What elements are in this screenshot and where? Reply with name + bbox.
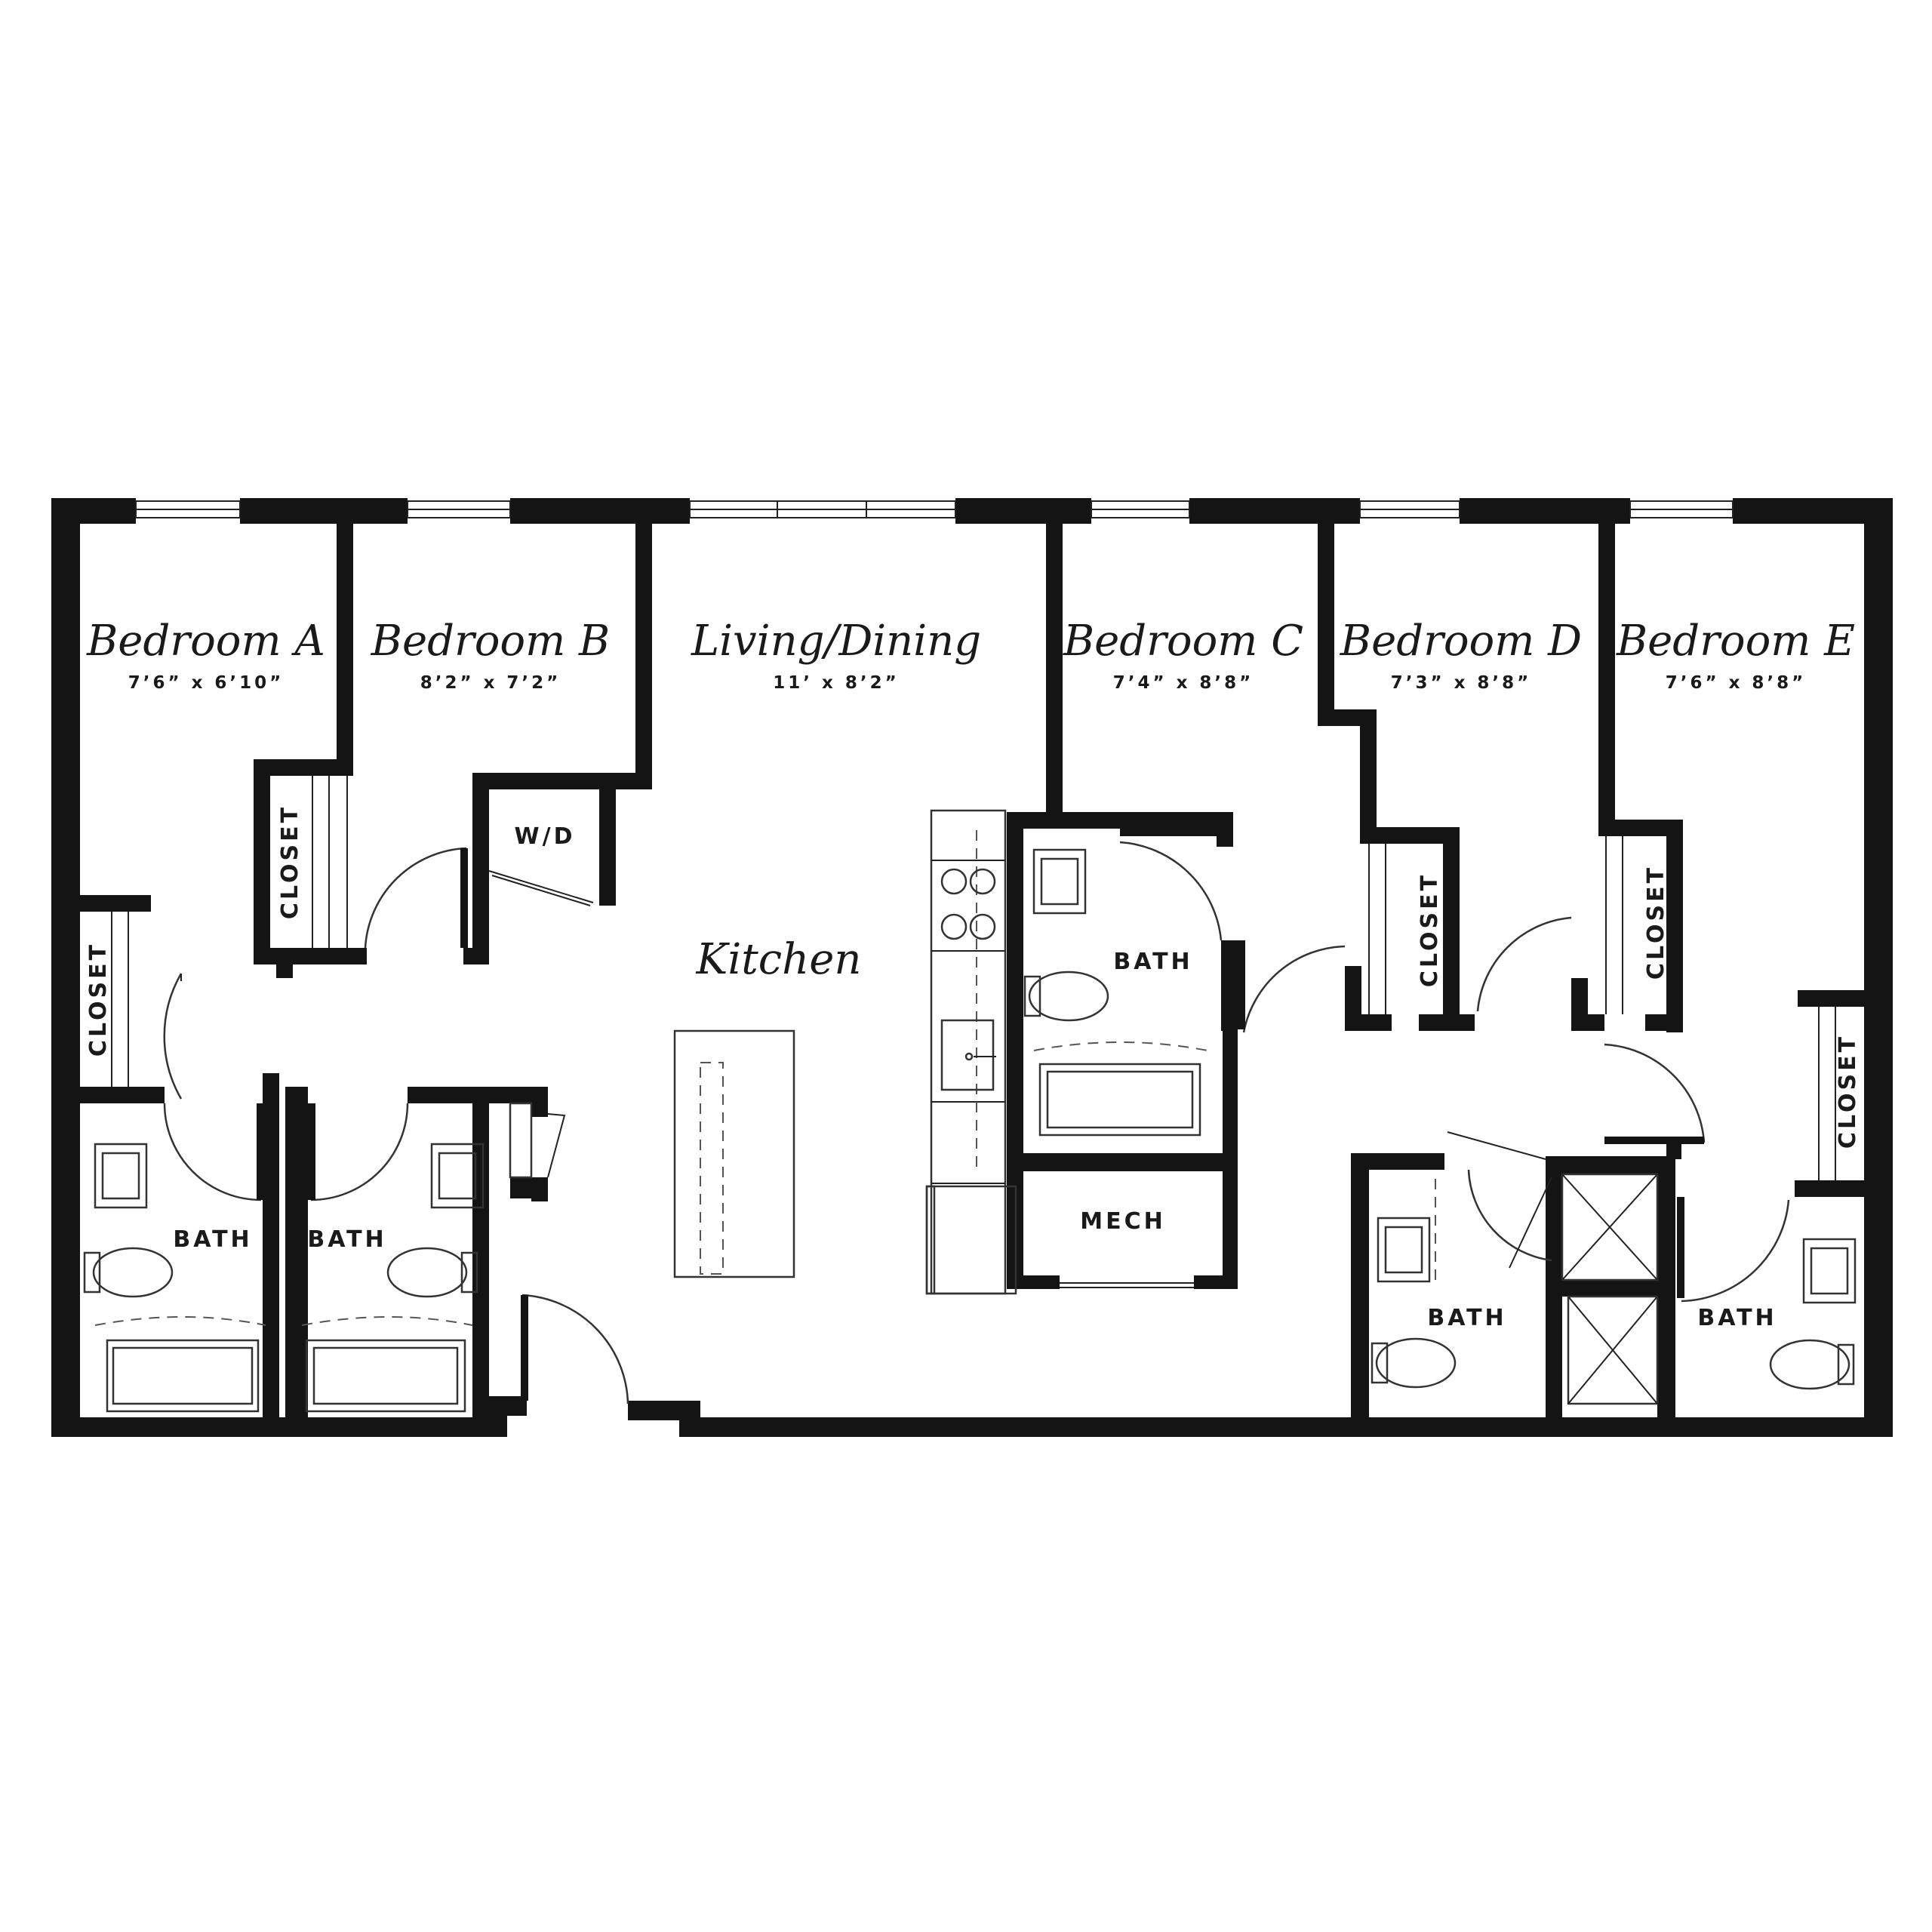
- bedroom-a-dim: 7’6” x 6’10”: [128, 673, 285, 693]
- bedroom-c-dim: 7’4” x 8’8”: [1113, 673, 1254, 693]
- bath-label-d: BATH: [1427, 1305, 1506, 1331]
- bedroom-e-name: Bedroom E: [1616, 617, 1855, 666]
- bath-label-e: BATH: [1697, 1305, 1777, 1331]
- doors: [163, 829, 1790, 1404]
- closet-label-d: CLOSET: [1417, 872, 1443, 987]
- bath-label-c: BATH: [1113, 949, 1192, 975]
- kitchen-name: Kitchen: [696, 935, 862, 984]
- kitchen-fixtures: [673, 809, 1017, 1295]
- closet-label-e: CLOSET: [1643, 865, 1669, 980]
- bedroom-e-dim: 7’6” x 8’8”: [1666, 673, 1807, 693]
- closet-label-b: CLOSET: [277, 804, 303, 919]
- linen-closet: [509, 1102, 533, 1179]
- closet-label-e2: CLOSET: [1835, 1034, 1861, 1149]
- bedroom-b-name: Bedroom B: [371, 617, 610, 666]
- bedroom-c-name: Bedroom C: [1063, 617, 1303, 666]
- bedroom-a-name: Bedroom A: [86, 617, 325, 666]
- closet-label-a: CLOSET: [85, 942, 112, 1057]
- bedroom-d-name: Bedroom D: [1340, 617, 1582, 666]
- bath-label-b: BATH: [307, 1226, 386, 1253]
- closet-shelves: [111, 776, 1836, 1180]
- room-labels: Bedroom A 7’6” x 6’10” Bedroom B 8’2” x …: [85, 617, 1861, 1331]
- exterior-walls: [51, 498, 1893, 1437]
- bath-label-a: BATH: [173, 1226, 252, 1253]
- mech-label: MECH: [1080, 1208, 1165, 1235]
- living-dining-name: Living/Dining: [691, 617, 981, 666]
- washer-dryer-label: W/D: [515, 823, 576, 850]
- mech-room: [1060, 1282, 1194, 1288]
- windows: [135, 500, 1734, 518]
- interior-walls: [80, 524, 1864, 1437]
- living-dining-dim: 11’ x 8’2”: [773, 673, 899, 693]
- bedroom-b-dim: 8’2” x 7’2”: [420, 673, 561, 693]
- bath-fixtures: [83, 848, 1857, 1413]
- bedroom-d-dim: 7’3” x 8’8”: [1391, 673, 1532, 693]
